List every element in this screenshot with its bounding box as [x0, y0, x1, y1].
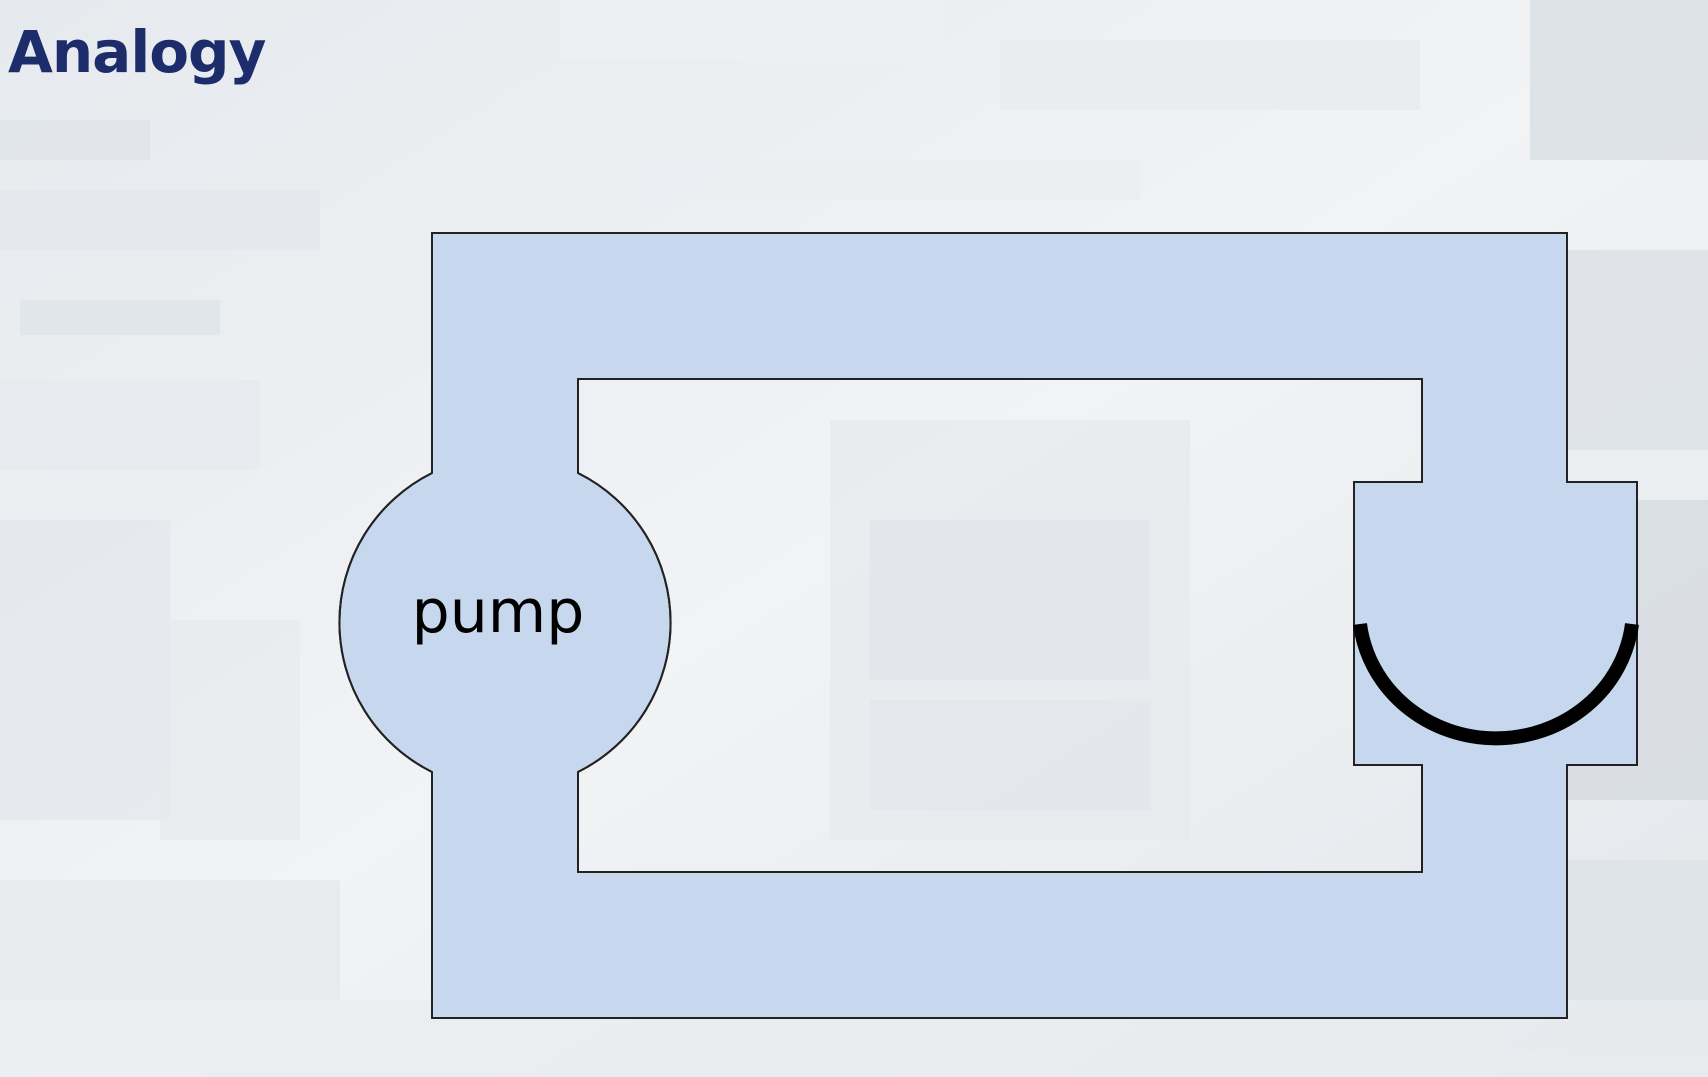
restriction-arc	[1353, 623, 1639, 746]
pump-body	[338, 472, 672, 773]
pump-label: pump	[412, 577, 585, 647]
slide-title: Analogy	[8, 18, 266, 86]
